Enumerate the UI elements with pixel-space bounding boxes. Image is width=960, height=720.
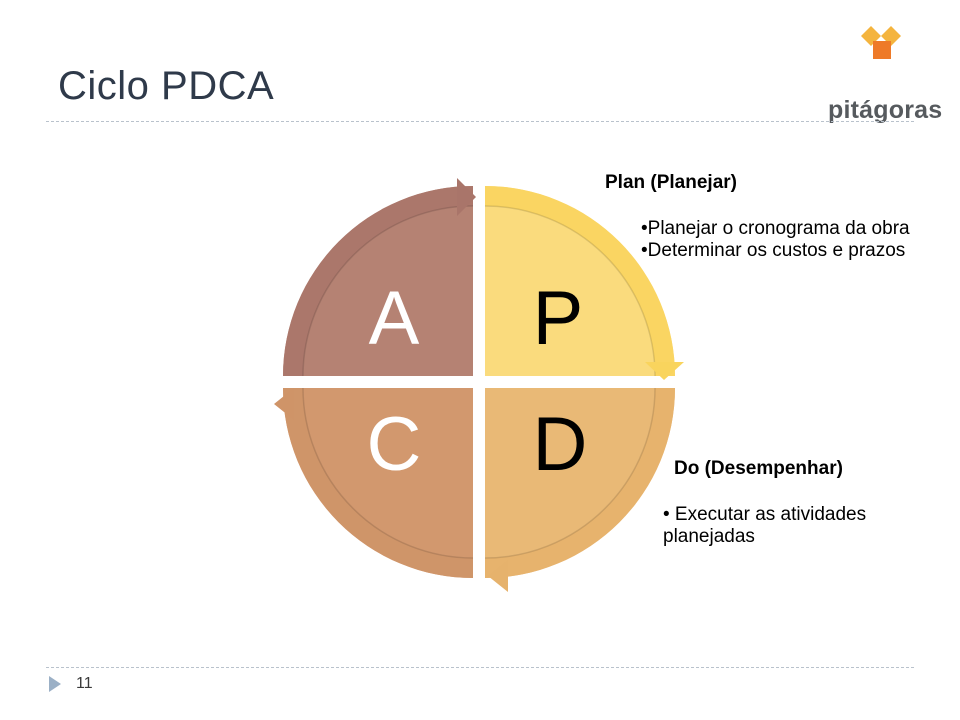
quadrant-do-letter: D <box>533 402 588 487</box>
arrowhead-check-to-act <box>274 388 294 420</box>
plan-title: Plan (Planejar) <box>605 172 737 193</box>
logo: pitágoras <box>826 26 942 123</box>
quadrant-check-letter: C <box>367 402 422 487</box>
page-number: 11 <box>76 675 93 692</box>
do-bullets: • Executar as atividades planejadas <box>663 504 866 548</box>
quadrant-act-letter: A <box>369 276 420 361</box>
bottom-divider <box>46 667 914 668</box>
quadrant-act-arrow-band <box>283 186 473 376</box>
quadrant-act-ring-line <box>302 205 474 377</box>
quadrant-do-arrow-band <box>485 388 675 578</box>
quadrant-check-ring-line <box>302 387 474 559</box>
quadrant-plan-ring-line <box>484 205 656 377</box>
quadrant-check <box>283 388 473 578</box>
quadrant-plan <box>485 186 675 376</box>
slide-marker-icon <box>49 676 61 692</box>
plan-bullets: •Planejar o cronograma da obra •Determin… <box>641 218 910 262</box>
quadrant-plan-letter: P <box>533 276 584 361</box>
arrowhead-plan-to-do <box>645 362 684 380</box>
logo-text: pitágoras <box>828 96 943 124</box>
do-bullet: • Executar as atividades <box>663 504 867 525</box>
quadrant-do <box>485 388 675 578</box>
arrowhead-do-to-check <box>488 560 508 592</box>
plan-bullet: •Planejar o cronograma da obra <box>641 218 910 239</box>
plan-bullet: •Determinar os custos e prazos <box>641 240 906 261</box>
do-title: Do (Desempenhar) <box>674 458 843 479</box>
quadrant-plan-arrow-band <box>485 186 675 376</box>
quadrant-act <box>283 186 473 376</box>
arrowhead-act-to-plan <box>457 178 476 216</box>
top-divider <box>46 121 914 122</box>
logo-diamond-icon <box>861 26 901 59</box>
quadrant-check-arrow-band <box>283 388 473 578</box>
do-bullet: planejadas <box>663 526 755 547</box>
slide-title: Ciclo PDCA <box>58 64 275 108</box>
quadrant-do-ring-line <box>484 387 656 559</box>
